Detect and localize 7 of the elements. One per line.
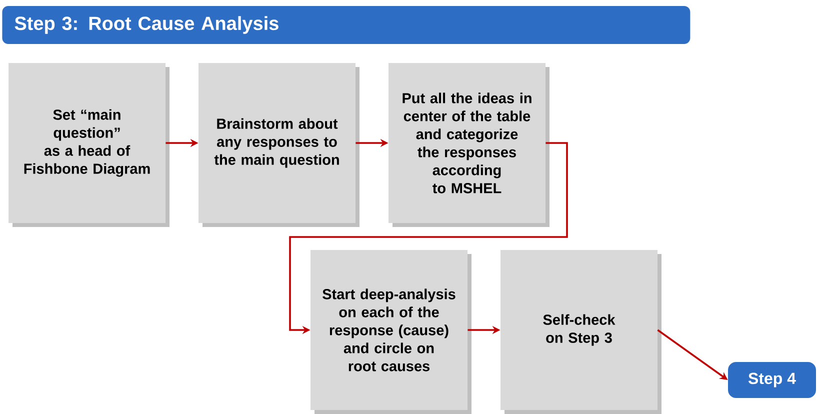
process-box: Brainstorm about any responses to the main question [198, 63, 356, 223]
process-box: Start deep-analysis on each of the response (cause) and circle on root causes [310, 250, 468, 410]
process-box: Self-check on Step 3 [500, 250, 658, 410]
next-step-button: Step 4 [728, 362, 816, 398]
process-box: Put all the ideas in center of the table and categorize the responses according to MSHEL [388, 63, 546, 223]
title-bar: Step 3: Root Cause Analysis [2, 6, 690, 44]
process-box: Set “main question” as a head of Fishbone Diagram [8, 63, 166, 223]
